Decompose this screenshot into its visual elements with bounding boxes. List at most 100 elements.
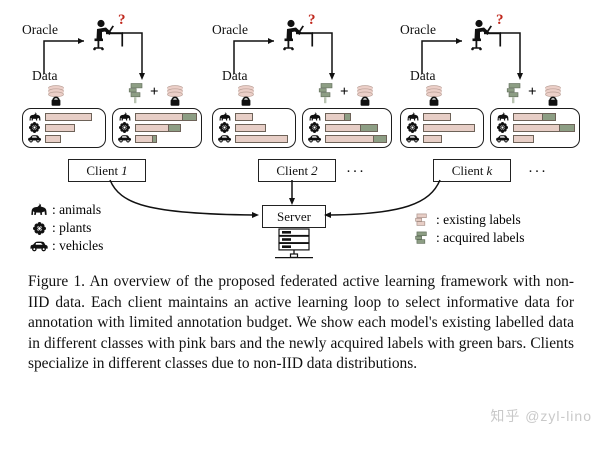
bar-plants [325,123,378,132]
car-icon [217,134,232,144]
horse-icon [28,203,50,217]
oracle-person-icon-2 [283,19,314,51]
legend-item-animals: : animals [28,202,103,218]
bar-plants [135,123,182,132]
bar-animals [135,113,197,122]
bar-row-vehicles [495,134,575,143]
arrow-data-to-oracle-2 [233,38,274,74]
flower-icon [117,122,132,134]
client-k-label: Client [451,162,484,178]
car-icon [405,134,420,144]
question-mark-k: ? [496,12,504,28]
bar-row-plants [307,122,387,134]
bar-row-animals [495,112,575,122]
bar-vehicles [45,134,62,143]
client-group-1: Oracle ? Data [0,0,202,200]
arrow-clientk-to-server [324,179,441,218]
arrow-data-to-oracle-k [421,38,462,74]
flower-icon [405,122,420,134]
legend-item-plants: : plants [28,220,103,236]
bar-plants [235,123,267,132]
ellipsis-between-clients: ··· [346,164,366,180]
legend-item-existing-labels: : existing labels [412,212,524,228]
question-mark-2: ? [308,12,316,28]
horse-icon [217,112,232,122]
legend-label-existing: : existing labels [436,212,521,227]
oracle-person-icon-k [471,19,502,51]
bar-vehicles [235,134,289,143]
client-k-index: k [486,162,493,178]
green-label-stack-icon-1 [128,83,143,104]
car-icon [117,134,132,144]
data-label-1: Data [32,68,58,83]
arrow-oracle-to-labels-2 [312,32,335,80]
plus-sign-2: + [340,84,349,100]
bar-row-vehicles [117,134,197,143]
oracle-label-2: Oracle [212,22,248,37]
arrow-oracle-to-labels-1 [122,32,145,80]
pink-label-stack-icon [412,213,434,228]
car-icon [28,240,50,252]
bar-row-vehicles [307,134,387,143]
bar-row-plants [27,122,101,134]
client-k-model-after [490,108,580,148]
legend-label-animals: : animals [52,202,102,217]
data-label-2: Data [222,68,248,83]
car-icon [495,134,510,144]
legend-item-vehicles: : vehicles [28,238,103,254]
client-1-model-before [22,108,106,148]
bar-animals [45,113,93,122]
caption-body: An overview of the proposed federated ac… [28,273,575,372]
arrow-client1-to-server [109,179,259,218]
arrow-data-to-oracle-1 [43,38,84,74]
locked-labelled-database-icon-1 [167,85,183,106]
bar-row-animals [27,112,101,122]
locked-database-icon-2 [238,85,254,106]
flower-icon [307,122,322,134]
server-box[interactable]: Server [262,205,326,228]
client-2-model-after [302,108,392,148]
bar-animals [513,113,557,122]
bar-animals [423,113,452,122]
client-2-model-before [212,108,296,148]
client-group-2: Oracle ? Data [190,0,392,200]
bar-vehicles [325,134,387,143]
locked-database-icon-1 [48,85,64,106]
legend-label-vehicles: : vehicles [52,238,104,253]
locked-labelled-database-icon-k [545,85,561,106]
question-mark-1: ? [118,12,126,28]
data-label-k: Data [410,68,436,83]
bar-vehicles [423,134,443,143]
bar-row-plants [217,122,291,134]
bar-row-vehicles [217,134,291,143]
bar-row-animals [117,112,197,122]
bar-vehicles [135,134,158,143]
client-k-model-before [400,108,484,148]
figure-caption: Figure 1. An overview of the proposed fe… [28,272,574,375]
bar-row-plants [117,122,197,134]
client-1-model-after [112,108,202,148]
oracle-label-k: Oracle [400,22,436,37]
client-2-label: Client [276,162,309,178]
bar-row-animals [307,112,387,122]
client-1-label: Client [86,162,119,178]
bar-row-plants [495,122,575,134]
label-legend: : existing labels : acquired labels [412,212,524,248]
client-group-k: Oracle ? Data [378,0,600,200]
server-rack-icon [275,228,313,259]
car-icon [307,134,322,144]
horse-icon [307,112,322,122]
bar-animals [325,113,351,122]
watermark: 知乎 @zyl-lino [490,408,592,424]
bar-row-vehicles [405,134,479,143]
green-label-stack-icon-k [506,83,521,104]
oracle-person-icon-1 [93,19,124,51]
locked-labelled-database-icon-2 [357,85,373,106]
legend-label-plants: : plants [52,220,92,235]
server-label: Server [277,208,311,224]
horse-icon [27,112,42,122]
horse-icon [117,112,132,122]
